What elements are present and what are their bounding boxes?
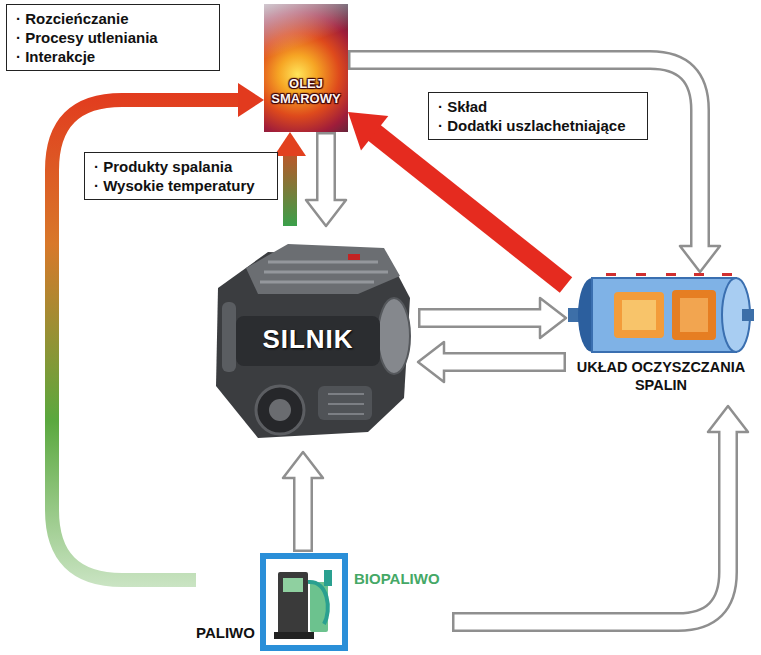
- callout-box: · Rozcieńczanie· Procesy utleniania· Int…: [6, 4, 220, 71]
- arrow-head: [238, 83, 264, 117]
- illustration-shape: [256, 386, 304, 434]
- exhaust-label: UKŁAD OCZYSZCZANIA SPALIN: [566, 358, 756, 394]
- arrow-connector: [274, 132, 306, 226]
- arrow-connector: [452, 406, 748, 622]
- arrow-fill: [296, 473, 311, 550]
- illustration-shape: [672, 290, 716, 340]
- callout-text: · Wysokie temperatury: [94, 176, 255, 195]
- arrow-fill: [439, 355, 564, 370]
- illustration-shape: [260, 262, 388, 282]
- illustration-shape: [269, 399, 291, 421]
- illustration-shape: [378, 298, 410, 374]
- fuel-label: BIOPALIWO: [354, 570, 440, 588]
- engine-box: SILNIK: [198, 226, 418, 452]
- arrow-fill: [455, 427, 729, 622]
- callout-text: · Rozcieńczanie: [16, 9, 129, 28]
- callout-text: · Skład: [438, 97, 487, 116]
- arrow-fill: [421, 311, 546, 326]
- illustration-shape: [606, 273, 616, 276]
- arrow-fill: [319, 135, 334, 206]
- illustration-shape: [246, 244, 400, 294]
- arrow-shaft: [373, 132, 566, 285]
- illustration-shape: [680, 298, 708, 332]
- arrow-connector: [418, 298, 566, 338]
- arrow-outline: [452, 430, 728, 622]
- arrow-head: [274, 132, 306, 156]
- callout-text: · Dodatki uszlachetniające: [438, 116, 626, 135]
- illustration-shape: [328, 394, 364, 414]
- callout-text: · Interakcje: [16, 47, 95, 66]
- illustration-shape: [722, 273, 732, 276]
- illustration-shape: [592, 278, 736, 352]
- illustration-shape: [274, 632, 314, 639]
- illustration-shape: [236, 316, 380, 366]
- illustration-shape: [614, 292, 664, 338]
- arrow-shaft: [283, 154, 297, 226]
- callout-text: · Procesy utleniania: [16, 28, 158, 47]
- illustration-shape: [278, 572, 308, 634]
- callout-box: · Produkty spalania· Wysokie temperatury: [84, 152, 278, 200]
- exhaust-system-box: UKŁAD OCZYSZCZANIA SPALIN: [566, 272, 756, 406]
- arrow-connector: [283, 452, 323, 552]
- illustration-shape: [348, 254, 360, 260]
- illustration-shape: [318, 386, 372, 420]
- arrow-shaft: [52, 100, 240, 580]
- fuel-box: BIOPALIWO PALIWO: [196, 552, 452, 652]
- illustration-shape: [308, 582, 328, 624]
- oil-label: OLEJ SMAROWY: [264, 76, 348, 106]
- callout-text: · Produkty spalania: [94, 157, 232, 176]
- illustration-shape: [742, 309, 754, 321]
- arrow-connector: [418, 342, 566, 382]
- illustration-shape: [666, 273, 676, 276]
- illustration-shape: [694, 273, 704, 276]
- engine-label: SILNIK: [262, 324, 353, 355]
- illustration-shape: [283, 578, 303, 592]
- illustration-shape: [324, 570, 332, 586]
- oil-box: OLEJ SMAROWY: [264, 4, 348, 132]
- illustration-shape: [222, 302, 236, 372]
- fuel-label: PALIWO: [196, 624, 255, 642]
- illustration-shape: [622, 300, 656, 330]
- illustration-shape: [263, 556, 345, 648]
- arrow-head: [348, 112, 388, 150]
- callout-box: · Skład· Dodatki uszlachetniające: [428, 92, 648, 140]
- exhaust-illustration: [566, 272, 756, 358]
- arrow-connector: [306, 132, 346, 226]
- illustration-shape: [636, 273, 646, 276]
